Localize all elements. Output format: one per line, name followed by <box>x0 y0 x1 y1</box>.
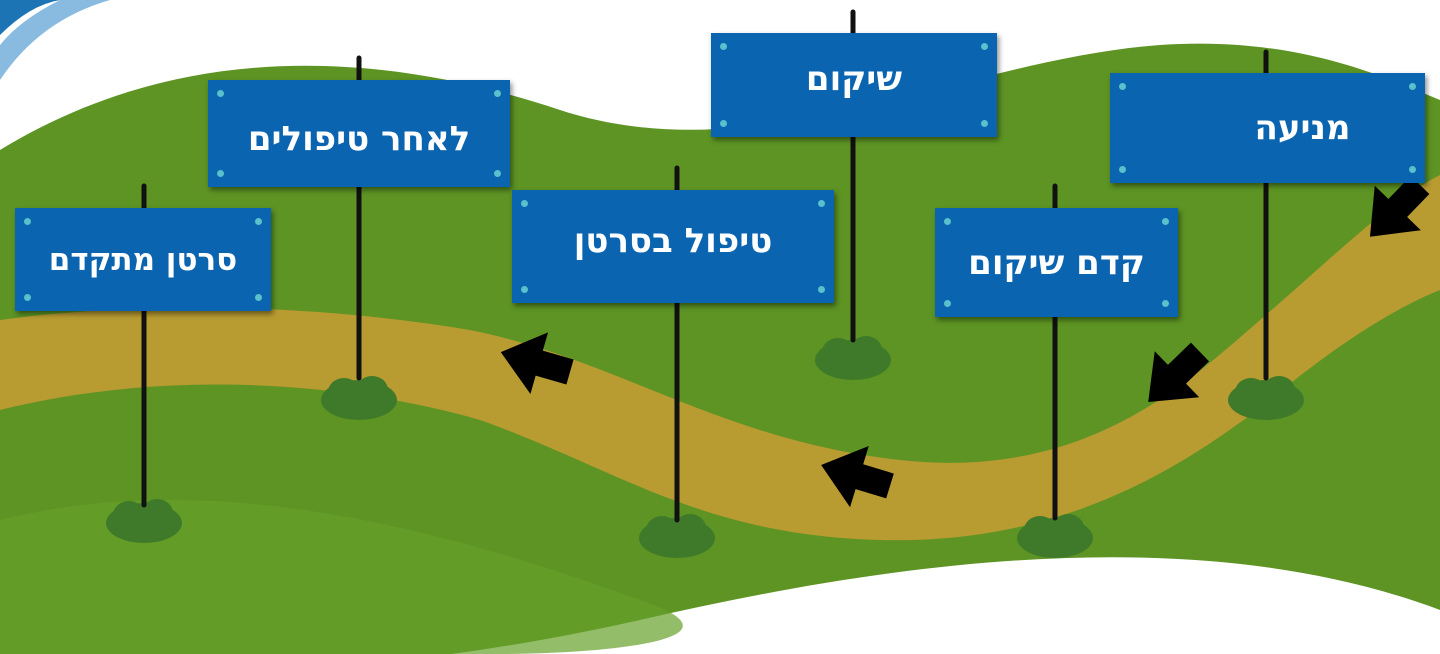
screw-dot <box>24 294 31 301</box>
sign-label: שיקום <box>805 59 903 99</box>
screw-dot <box>1409 166 1416 173</box>
screw-dot <box>1119 83 1126 90</box>
sign-label: לאחר טיפולים <box>247 118 471 159</box>
blue-hill-edge <box>0 0 110 80</box>
bush-4 <box>106 499 182 543</box>
screw-dot <box>521 200 528 207</box>
sign-after-treatment[interactable]: לאחר טיפולים <box>208 80 510 187</box>
screw-dot <box>255 294 262 301</box>
grass-highlight <box>0 499 683 654</box>
sign-label: טיפול בסרטן <box>573 220 773 261</box>
screw-dot <box>1162 218 1169 225</box>
screw-dot <box>217 170 224 177</box>
screw-dot <box>720 120 727 127</box>
sign-pre-rehab[interactable]: קדם שיקום <box>935 208 1178 317</box>
arrow-icon <box>821 446 894 508</box>
blue-hill-background <box>0 0 60 35</box>
sign-label: סרטן מתקדם <box>48 241 238 278</box>
screw-dot <box>1119 166 1126 173</box>
screw-dot <box>24 218 31 225</box>
screw-dot <box>818 286 825 293</box>
bush-2 <box>321 376 397 420</box>
screw-dot <box>818 200 825 207</box>
direction-arrows <box>500 175 1430 508</box>
arrow-icon <box>1148 342 1210 403</box>
screw-dot <box>1409 83 1416 90</box>
screw-dot <box>981 120 988 127</box>
screw-dot <box>720 43 727 50</box>
screw-dot <box>944 300 951 307</box>
arrow-icon <box>1369 175 1430 237</box>
arrow-icon <box>500 332 574 394</box>
sign-rehabilitation[interactable]: שיקום <box>711 33 997 137</box>
sign-label: קדם שיקום <box>968 242 1145 283</box>
sign-cancer-treatment[interactable]: טיפול בסרטן <box>512 190 834 303</box>
sign-prevention[interactable]: מניעה <box>1110 73 1425 183</box>
screw-dot <box>944 218 951 225</box>
screw-dot <box>521 286 528 293</box>
bush-1 <box>815 336 891 380</box>
sign-label: מניעה <box>1254 108 1351 148</box>
screw-dot <box>1162 300 1169 307</box>
bush-group <box>106 336 1304 558</box>
sign-advanced-cancer[interactable]: סרטן מתקדם <box>15 208 271 311</box>
screw-dot <box>981 43 988 50</box>
screw-dot <box>494 170 501 177</box>
screw-dot <box>255 218 262 225</box>
bush-3 <box>1228 376 1304 420</box>
screw-dot <box>494 90 501 97</box>
bush-5 <box>639 514 715 558</box>
bush-6 <box>1017 514 1093 558</box>
winding-path <box>0 175 1440 541</box>
screw-dot <box>217 90 224 97</box>
